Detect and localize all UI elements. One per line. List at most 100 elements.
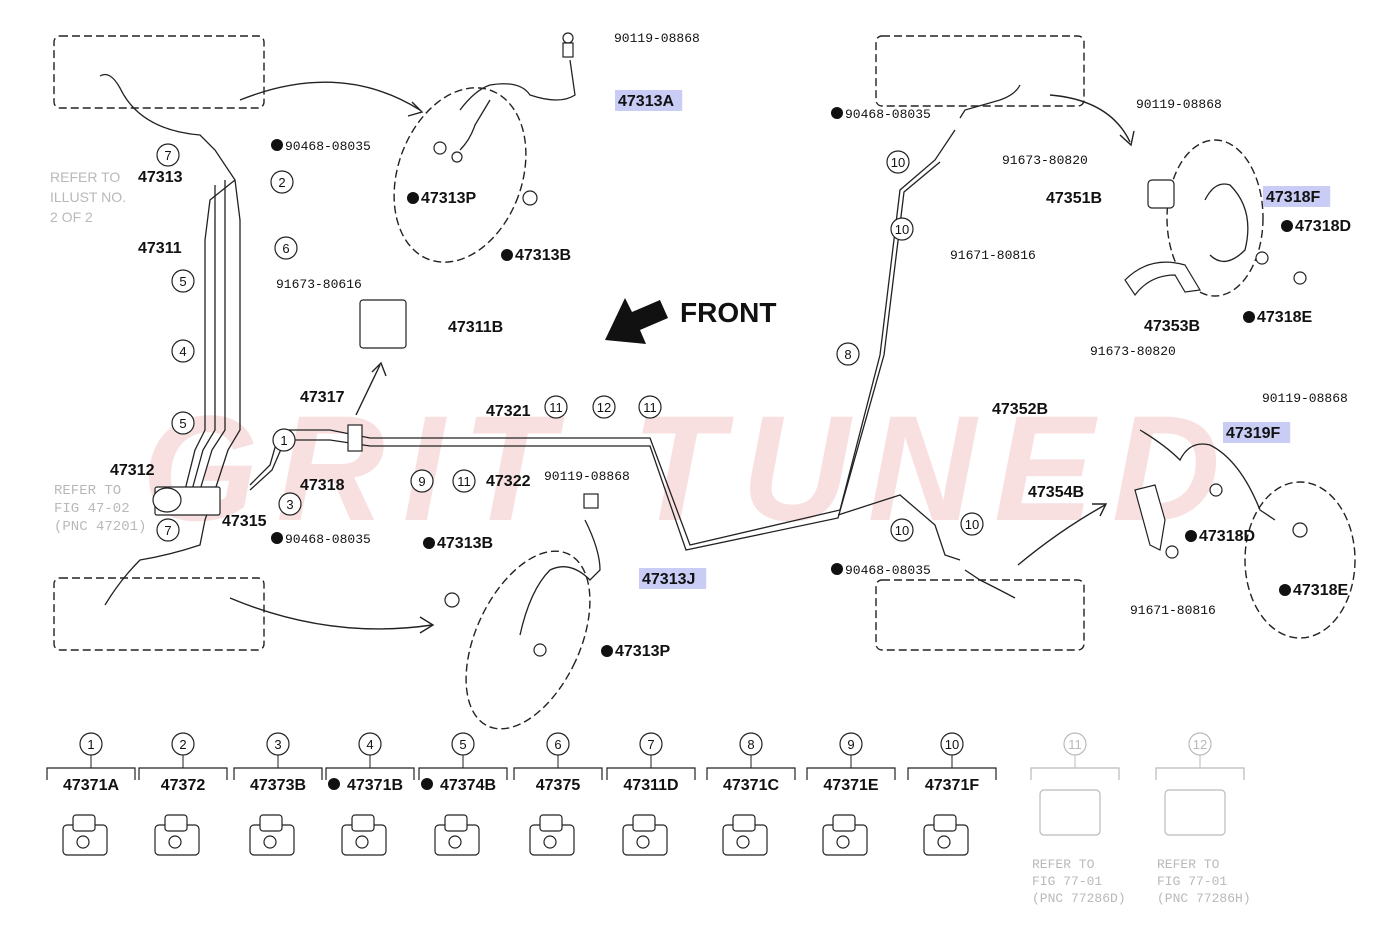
callout-code: 47322 (486, 473, 531, 490)
highlight-box (1223, 422, 1291, 443)
highlight-box (615, 90, 683, 111)
marker-number: 4 (179, 344, 186, 359)
callout-91673-80616: 91673-80616 (276, 277, 362, 292)
callout-code: 90119-08868 (544, 469, 630, 484)
marker-number: 11 (549, 400, 563, 415)
front-arrow: FRONT (605, 297, 776, 344)
callout-47318e: 47318E (1279, 582, 1348, 599)
callout-47313: 47313 (138, 169, 183, 186)
callout-47322: 47322 (486, 473, 531, 490)
callout-code: 47318 (300, 477, 345, 494)
marker-11: 11 (638, 395, 662, 419)
front-label: FRONT (680, 297, 776, 328)
bullet-icon (831, 107, 843, 119)
callout-code: 47311B (448, 319, 503, 336)
watermark-text: GRIT TUNED (142, 384, 1239, 552)
callout-47318d: 47318D (1281, 218, 1351, 235)
callout-47313p: 47313P (407, 190, 476, 207)
callout-code: 47313A (618, 93, 674, 110)
callout-90119-08868: 90119-08868 (1136, 97, 1222, 112)
legend-number: 10 (945, 737, 959, 752)
marker-10: 10 (886, 150, 910, 174)
callout-47313b: 47313B (501, 247, 571, 264)
marker-3: 3 (278, 492, 302, 516)
bullet-icon (1185, 530, 1197, 542)
legend-refer-line: REFER TO (1157, 857, 1220, 872)
callout-code: 90468-08035 (845, 563, 931, 578)
marker-2: 2 (270, 170, 294, 194)
callout-47313j: 47313J (639, 568, 707, 589)
legend-refer-line: (PNC 77286D) (1032, 891, 1126, 906)
callout-code: 90119-08868 (1136, 97, 1222, 112)
callout-47317: 47317 (300, 389, 345, 406)
callout-code: 47312 (110, 462, 155, 479)
marker-12: 12 (592, 395, 616, 419)
clamp-icon (722, 814, 768, 856)
legend-number: 12 (1193, 737, 1207, 752)
callout-code: 91671-80816 (1130, 603, 1216, 618)
clamp-icon (622, 814, 668, 856)
legend-refer-line: REFER TO (1032, 857, 1095, 872)
callout-91673-80820: 91673-80820 (1002, 153, 1088, 168)
marker-number: 1 (280, 433, 287, 448)
callout-code: 90468-08035 (285, 139, 371, 154)
callout-code: 90119-08868 (614, 31, 700, 46)
marker-11: 11 (544, 395, 568, 419)
callout-47313b: 47313B (423, 535, 493, 552)
refer-line: 2 OF 2 (50, 209, 93, 225)
legend-code: 47371B (347, 777, 403, 794)
marker-number: 9 (418, 474, 425, 489)
callout-47318e: 47318E (1243, 309, 1312, 326)
marker-number: 5 (179, 416, 186, 431)
legend-number: 7 (647, 737, 654, 752)
callout-90119-08868: 90119-08868 (1262, 391, 1348, 406)
legend-refer-line: FIG 77-01 (1032, 874, 1102, 889)
callout-47318d: 47318D (1185, 528, 1255, 545)
refer-line: FIG 47-02 (54, 501, 130, 517)
legend-number: 5 (459, 737, 466, 752)
watermark: GRIT TUNED (142, 384, 1239, 552)
callout-47352b: 47352B (992, 401, 1048, 418)
callout-code: 47353B (1144, 318, 1200, 335)
callout-code: 47354B (1028, 484, 1084, 501)
callout-47319f: 47319F (1223, 422, 1291, 443)
marker-number: 12 (597, 400, 611, 415)
legend-code: 47371F (925, 777, 979, 794)
marker-number: 10 (895, 222, 909, 237)
clamp-icon (923, 814, 969, 856)
legend-number: 4 (366, 737, 373, 752)
callout-code: 47317 (300, 389, 345, 406)
legend-item-4: 4 47371B (325, 732, 415, 856)
marker-7: 7 (156, 518, 180, 542)
bullet-icon (1243, 311, 1255, 323)
callout-code: 47313J (642, 571, 695, 588)
callout-labels: 90119-08868 47313A 90468-08035 47313P 47313B… (110, 31, 1351, 660)
refer-note-fig4702: REFER TO FIG 47-02 (PNC 47201) (54, 483, 146, 535)
callout-code: 91671-80816 (950, 248, 1036, 263)
marker-number: 7 (164, 148, 171, 163)
callout-code: 47311 (138, 240, 182, 257)
legend-code: 47371E (823, 777, 878, 794)
marker-1: 1 (272, 428, 296, 452)
clamp-icon (62, 814, 108, 856)
callout-code: 47313 (138, 169, 183, 186)
legend-number: 3 (274, 737, 281, 752)
marker-7: 7 (156, 143, 180, 167)
callout-code: 47318E (1293, 582, 1348, 599)
bullet-icon (831, 563, 843, 575)
callout-47312: 47312 (110, 462, 155, 479)
bullet-icon (1279, 584, 1291, 596)
clamp-icon (341, 814, 387, 856)
callout-90468-08035: 90468-08035 (271, 532, 371, 547)
legend-number: 9 (847, 737, 854, 752)
marker-8: 8 (836, 342, 860, 366)
legend-number: 1 (87, 737, 94, 752)
clamp-icon (249, 814, 295, 856)
callout-90468-08035: 90468-08035 (831, 563, 931, 578)
callout-47354b: 47354B (1028, 484, 1084, 501)
